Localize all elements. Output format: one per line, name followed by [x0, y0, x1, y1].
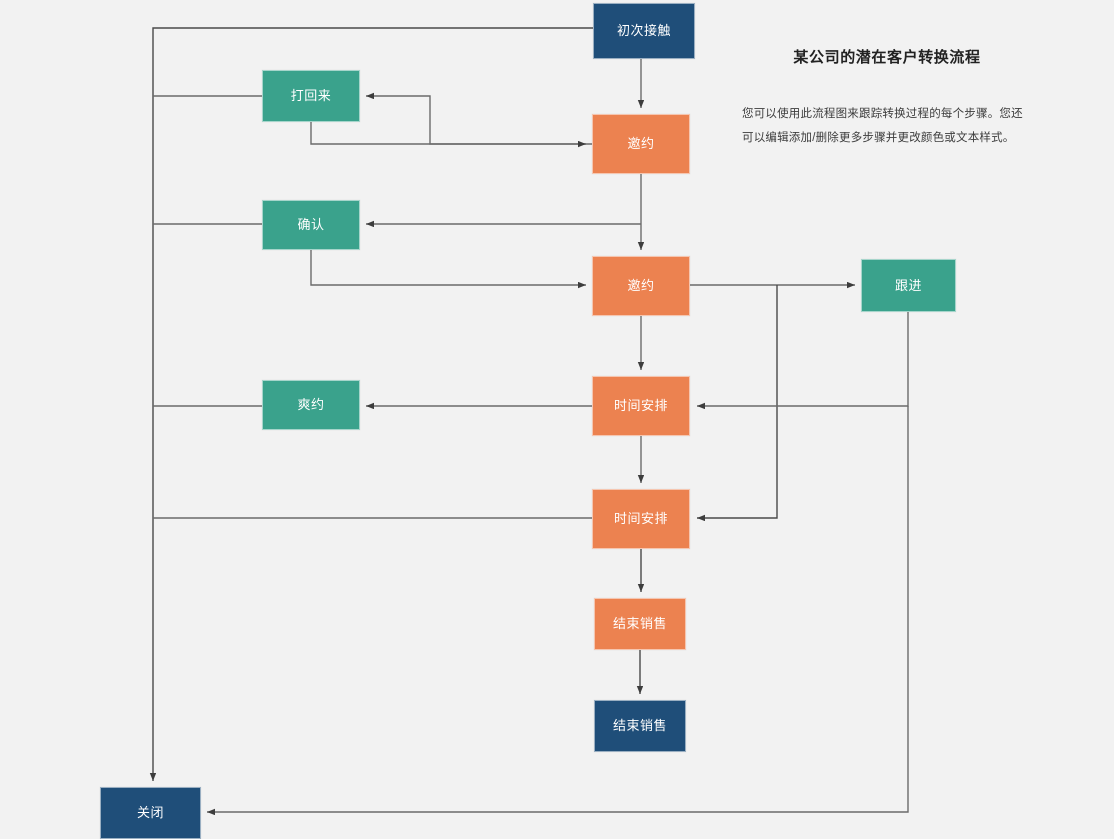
edge-riser-mid — [697, 285, 778, 522]
node-label: 确认 — [297, 217, 325, 233]
node-label: 结束销售 — [612, 616, 667, 632]
node-label: 关闭 — [136, 805, 164, 821]
node-invite-1[interactable]: 邀约 — [592, 114, 690, 174]
edge-first-contact-closed — [149, 27, 593, 781]
node-label: 结束销售 — [612, 718, 667, 734]
node-confirm[interactable]: 确认 — [262, 200, 360, 250]
edge-followup-schedule1 — [697, 312, 909, 410]
node-call-back[interactable]: 打回来 — [262, 70, 360, 122]
node-close-sale-2[interactable]: 结束销售 — [594, 700, 686, 752]
node-label: 时间安排 — [613, 398, 668, 414]
node-label: 邀约 — [627, 278, 655, 294]
node-follow-up[interactable]: 跟进 — [861, 259, 956, 312]
node-label: 爽约 — [297, 397, 325, 413]
page-title: 某公司的潜在客户转换流程 — [793, 49, 981, 66]
node-invite-2[interactable]: 邀约 — [592, 256, 690, 316]
node-schedule-1[interactable]: 时间安排 — [592, 376, 690, 436]
node-label: 时间安排 — [613, 511, 668, 527]
node-label: 初次接触 — [616, 23, 671, 39]
node-no-show[interactable]: 爽约 — [262, 380, 360, 430]
page-description: 您可以使用此流程图来跟踪转换过程的每个步骤。您还可以编辑添加/删除更多步骤并更改… — [742, 107, 1023, 144]
title-block: 某公司的潜在客户转换流程 您可以使用此流程图来跟踪转换过程的每个步骤。您还可以编… — [742, 48, 1032, 150]
edge-callback-invite1 — [310, 122, 586, 148]
node-label: 跟进 — [894, 277, 922, 293]
node-first-contact[interactable]: 初次接触 — [593, 3, 695, 59]
edge-confirm-invite2 — [310, 250, 586, 289]
node-close-sale-1[interactable]: 结束销售 — [594, 598, 686, 650]
node-schedule-2[interactable]: 时间安排 — [592, 489, 690, 549]
node-closed[interactable]: 关闭 — [100, 787, 201, 839]
edge-followup-closed — [207, 406, 909, 816]
node-label: 打回来 — [290, 88, 332, 104]
node-label: 邀约 — [627, 136, 655, 152]
